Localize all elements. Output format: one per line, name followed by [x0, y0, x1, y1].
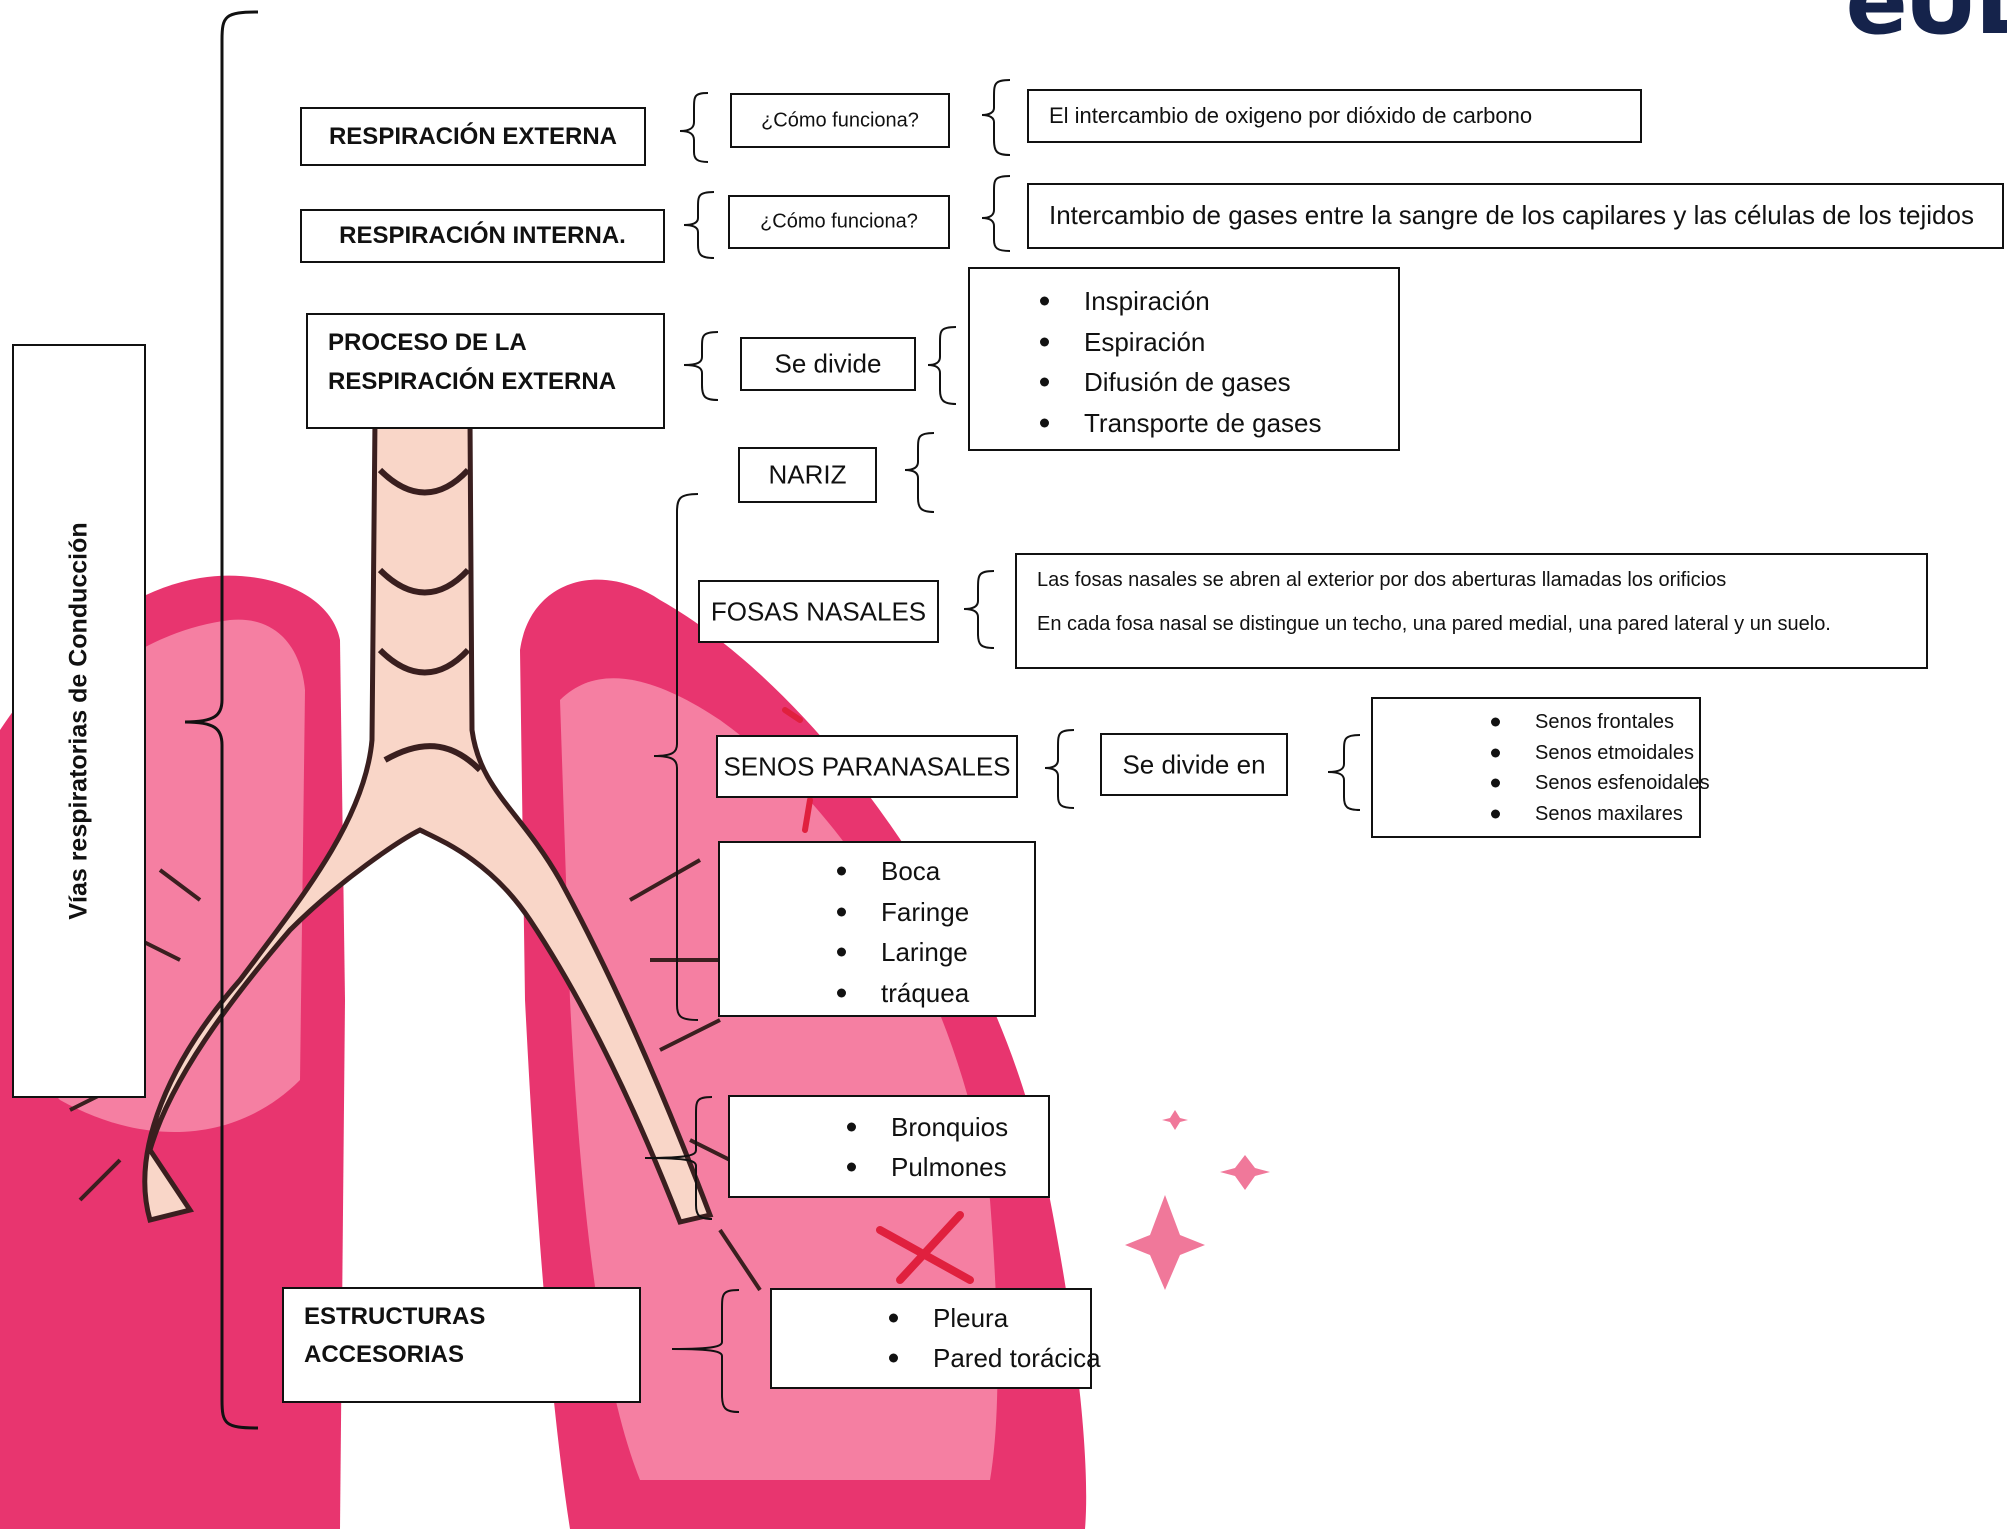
- interna-question-box: ¿Cómo funciona?: [728, 195, 950, 249]
- list-item: Boca: [837, 851, 969, 892]
- bronquios-box: Bronquios Pulmones: [728, 1095, 1050, 1198]
- proceso-divide-box: Se divide: [740, 337, 916, 391]
- vertical-title: Vías respiratorias de Conducción: [65, 522, 94, 919]
- sparkle: [1125, 1195, 1205, 1290]
- externa-question: ¿Cómo funciona?: [732, 109, 948, 132]
- accesorias-label-line2: ACCESORIAS: [304, 1341, 464, 1369]
- nariz-box: NARIZ: [738, 447, 877, 503]
- respiracion-externa-box: RESPIRACIÓN EXTERNA: [300, 107, 646, 166]
- list-item: Pared torácica: [889, 1338, 1101, 1378]
- respiracion-interna-box: RESPIRACIÓN INTERNA.: [300, 209, 665, 263]
- brand-logo: eUD: [1846, 0, 2007, 55]
- brace-interna: [684, 192, 714, 258]
- brace-interna-q: [982, 176, 1010, 251]
- list-item: tráquea: [837, 973, 969, 1014]
- externa-answer-box: El intercambio de oxigeno por dióxido de…: [1027, 89, 1642, 143]
- senos-box: SENOS PARANASALES: [716, 735, 1018, 798]
- list-item: Inspiración: [1040, 281, 1322, 322]
- proceso-label-line2: RESPIRACIÓN EXTERNA: [328, 368, 616, 396]
- proceso-items-list: Inspiración Espiración Difusión de gases…: [1040, 281, 1322, 443]
- fosas-desc-box: Las fosas nasales se abren al exterior p…: [1015, 553, 1928, 669]
- accesorias-label-line1: ESTRUCTURAS: [304, 1303, 485, 1331]
- brace-senos-divide: [1328, 735, 1360, 810]
- vias-box: Boca Faringe Laringe tráquea: [718, 841, 1036, 1017]
- brace-nariz: [905, 433, 934, 512]
- list-item: Pulmones: [847, 1147, 1008, 1187]
- brace-fosas: [964, 571, 994, 648]
- brace-externa: [680, 93, 708, 162]
- brace-divide: [928, 327, 956, 404]
- bronquios-items-list: Bronquios Pulmones: [847, 1107, 1008, 1187]
- senos-divide: Se divide en: [1102, 749, 1286, 780]
- fosas-label: FOSAS NASALES: [700, 596, 937, 627]
- senos-items-box: Senos frontales Senos etmoidales Senos e…: [1371, 697, 1701, 838]
- list-item: Senos frontales: [1491, 707, 1710, 738]
- fosas-line2: En cada fosa nasal se distingue un techo…: [1037, 613, 1831, 636]
- externa-question-box: ¿Cómo funciona?: [730, 93, 950, 148]
- proceso-divide: Se divide: [742, 349, 914, 380]
- respiracion-externa-label: RESPIRACIÓN EXTERNA: [302, 123, 644, 151]
- vias-items-list: Boca Faringe Laringe tráquea: [837, 851, 969, 1013]
- list-item: Pleura: [889, 1298, 1101, 1338]
- senos-items-list: Senos frontales Senos etmoidales Senos e…: [1491, 707, 1710, 829]
- list-item: Difusión de gases: [1040, 362, 1322, 403]
- list-item: Senos maxilares: [1491, 799, 1710, 830]
- accesorias-items-list: Pleura Pared torácica: [889, 1298, 1101, 1378]
- brace-senos: [1045, 730, 1074, 808]
- sparkle: [1162, 1110, 1188, 1130]
- fosas-line1: Las fosas nasales se abren al exterior p…: [1037, 569, 1726, 592]
- fosas-box: FOSAS NASALES: [698, 580, 939, 643]
- brace-proceso: [684, 332, 718, 400]
- respiracion-interna-label: RESPIRACIÓN INTERNA.: [302, 222, 663, 250]
- list-item: Faringe: [837, 892, 969, 933]
- interna-answer: Intercambio de gases entre la sangre de …: [1049, 200, 1974, 231]
- interna-question: ¿Cómo funciona?: [730, 211, 948, 234]
- senos-divide-box: Se divide en: [1100, 733, 1288, 796]
- list-item: Senos etmoidales: [1491, 738, 1710, 769]
- proceso-items-box: Inspiración Espiración Difusión de gases…: [968, 267, 1400, 451]
- list-item: Senos esfenoidales: [1491, 768, 1710, 799]
- externa-answer: El intercambio de oxigeno por dióxido de…: [1049, 103, 1532, 129]
- list-item: Espiración: [1040, 322, 1322, 363]
- sparkle: [1220, 1155, 1270, 1190]
- list-item: Bronquios: [847, 1107, 1008, 1147]
- accesorias-items-box: Pleura Pared torácica: [770, 1288, 1092, 1389]
- proceso-box: PROCESO DE LA RESPIRACIÓN EXTERNA: [306, 313, 665, 429]
- interna-answer-box: Intercambio de gases entre la sangre de …: [1027, 183, 2004, 249]
- brace-externa-q: [982, 80, 1010, 155]
- vertical-title-box: Vías respiratorias de Conducción: [12, 344, 146, 1098]
- senos-label: SENOS PARANASALES: [718, 751, 1016, 782]
- list-item: Laringe: [837, 932, 969, 973]
- nariz-label: NARIZ: [740, 460, 875, 491]
- accesorias-box: ESTRUCTURAS ACCESORIAS: [282, 1287, 641, 1403]
- list-item: Transporte de gases: [1040, 403, 1322, 444]
- proceso-label-line1: PROCESO DE LA: [328, 329, 527, 357]
